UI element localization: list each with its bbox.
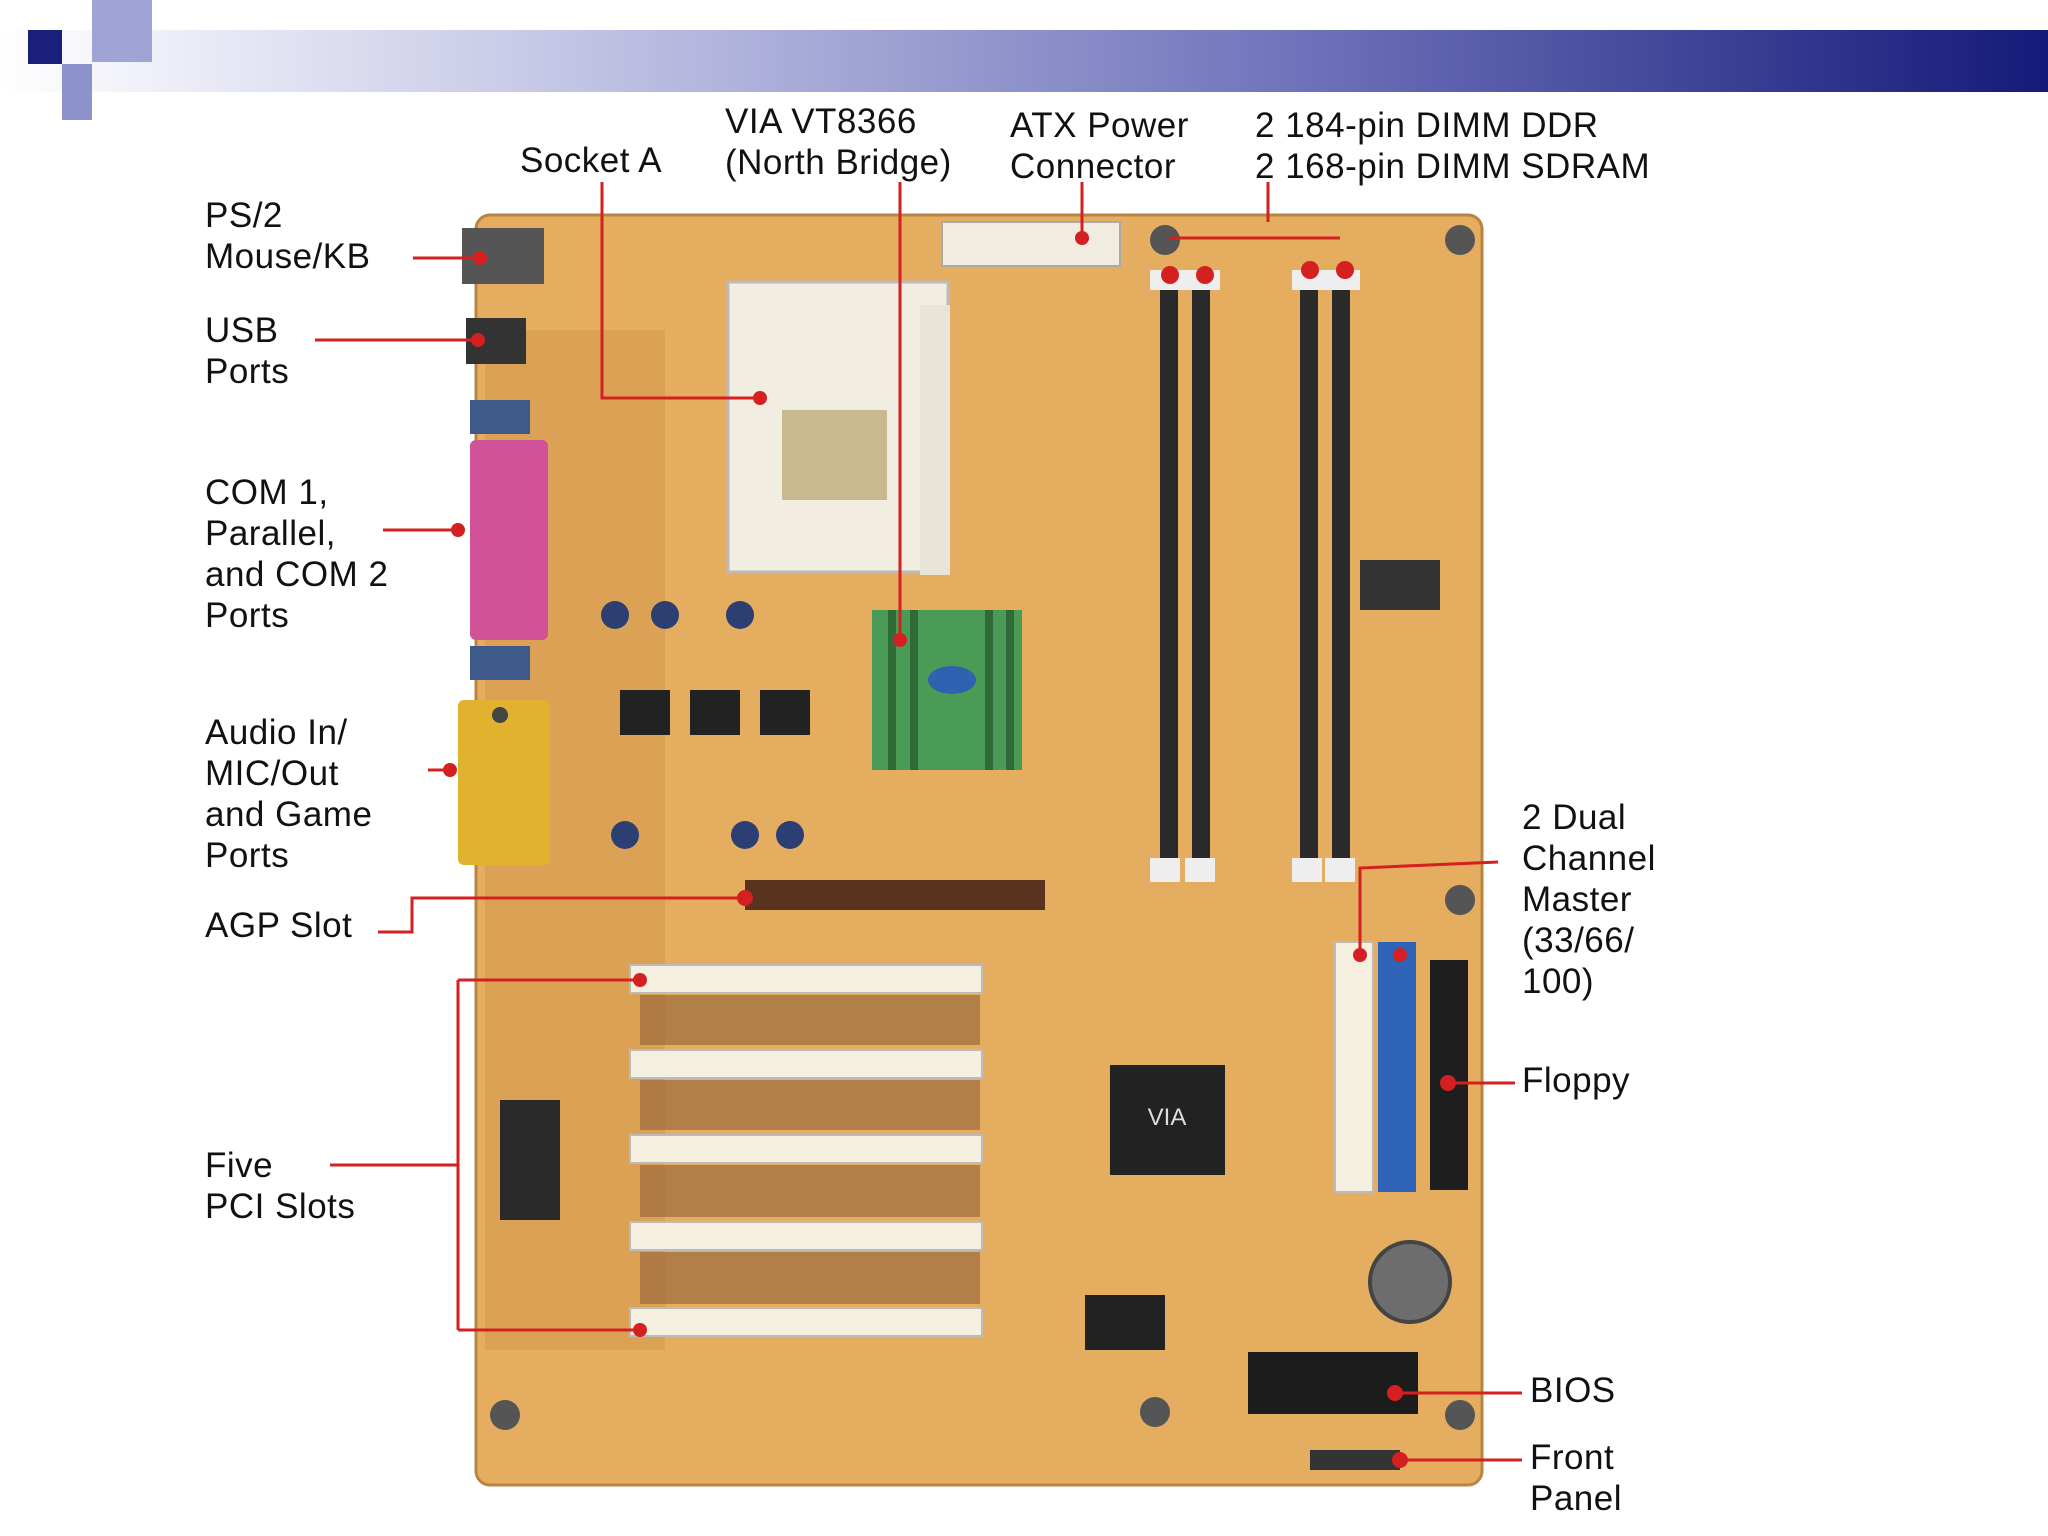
front-panel-header (1310, 1450, 1400, 1470)
pci-slot-4 (629, 1221, 983, 1251)
label-dimm: 2 184-pin DIMM DDR 2 168-pin DIMM SDRAM (1255, 106, 1651, 186)
audio-jack (492, 707, 508, 723)
atx-power-connector (941, 221, 1121, 267)
title-square-mid (62, 64, 92, 120)
label-agp: AGP Slot (205, 906, 353, 945)
bios-chip (1248, 1352, 1418, 1414)
audio-game-port (458, 700, 550, 865)
com1-port (470, 400, 530, 434)
label-com-parallel: COM 1, Parallel, and COM 2 Ports (205, 473, 389, 635)
cpu-socket-center (782, 410, 887, 500)
dimm-slot-1 (1160, 275, 1178, 870)
dimm-slot-2 (1192, 275, 1210, 870)
label-bios: BIOS (1530, 1371, 1616, 1410)
callout-line-dimm (1170, 182, 1340, 240)
label-northbridge: VIA VT8366 (North Bridge) (725, 102, 952, 182)
cpu-lever (920, 305, 950, 575)
dimm-slot-4 (1332, 275, 1350, 870)
pci-slot-2 (629, 1049, 983, 1079)
southbridge-chip (1110, 1065, 1225, 1175)
svg-text:VIA: VIA (1148, 1104, 1187, 1131)
callout-line-ide (1358, 860, 1499, 955)
callout-line-agp (378, 896, 745, 934)
callout-line-socket (600, 182, 760, 400)
parallel-port (470, 440, 548, 640)
floppy-connector (1430, 960, 1468, 1190)
agp-slot (745, 880, 1045, 910)
callout-line-pci (330, 978, 640, 1332)
label-usb: USB Ports (205, 311, 290, 391)
label-floppy: Floppy (1522, 1061, 1631, 1100)
label-socket-a: Socket A (520, 141, 663, 180)
label-pci: Five PCI Slots (205, 1146, 356, 1226)
pci-slot-3 (629, 1134, 983, 1164)
label-ps2: PS/2 Mouse/KB (205, 196, 371, 276)
pci-slot-5 (629, 1307, 983, 1337)
com2-port (470, 646, 530, 680)
pci-slot-1 (629, 964, 983, 994)
label-atx-power: ATX Power Connector (1010, 106, 1189, 186)
title-gradient-bar (0, 30, 2048, 92)
ide-connector-secondary (1378, 942, 1416, 1192)
dimm-slot-3 (1300, 275, 1318, 870)
label-audio-game: Audio In/ MIC/Out and Game Ports (205, 713, 373, 875)
cmos-battery (1368, 1240, 1452, 1324)
label-front-panel: Front Panel (1530, 1438, 1623, 1518)
ide-connector-primary (1334, 941, 1374, 1193)
title-square-dark (28, 30, 62, 64)
title-square-light (92, 0, 152, 62)
label-ide: 2 Dual Channel Master (33/66/ 100) (1522, 798, 1656, 1001)
